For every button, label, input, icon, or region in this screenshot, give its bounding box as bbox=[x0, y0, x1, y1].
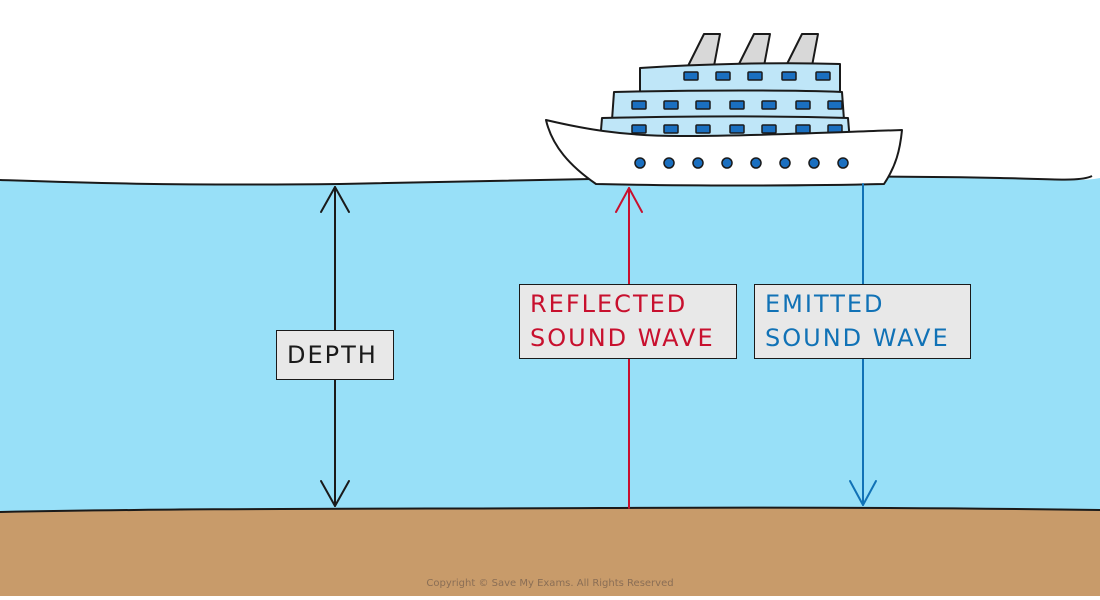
middle-deck bbox=[611, 89, 845, 121]
window bbox=[827, 100, 843, 110]
depth-arrow-head-top bbox=[320, 186, 350, 213]
porthole bbox=[634, 157, 646, 169]
window bbox=[795, 124, 811, 134]
emitted-label-line1: EMITTED bbox=[765, 290, 885, 318]
reflected-sound-wave-label: REFLECTED SOUND WAVE bbox=[519, 284, 737, 359]
porthole bbox=[750, 157, 762, 169]
funnel-2 bbox=[737, 33, 771, 67]
depth-label: DEPTH bbox=[276, 330, 394, 380]
reflected-wave-head bbox=[615, 187, 643, 213]
window bbox=[715, 71, 731, 81]
depth-label-text: DEPTH bbox=[287, 341, 378, 369]
window bbox=[761, 124, 777, 134]
porthole bbox=[692, 157, 704, 169]
window bbox=[695, 100, 711, 110]
seabed bbox=[0, 507, 1100, 596]
window bbox=[781, 71, 797, 81]
ship-hull bbox=[545, 119, 903, 187]
porthole bbox=[779, 157, 791, 169]
copyright-notice: Copyright © Save My Exams. All Rights Re… bbox=[426, 578, 674, 589]
funnel-3 bbox=[785, 33, 819, 67]
porthole bbox=[808, 157, 820, 169]
ship-funnels bbox=[687, 33, 819, 67]
window bbox=[729, 100, 745, 110]
porthole bbox=[663, 157, 675, 169]
window bbox=[695, 124, 711, 134]
emitted-label-line2: SOUND WAVE bbox=[765, 324, 950, 352]
window bbox=[815, 71, 831, 81]
window bbox=[795, 100, 811, 110]
window bbox=[761, 100, 777, 110]
window bbox=[631, 124, 647, 134]
ship-windows bbox=[631, 71, 843, 134]
reflected-label-line1: REFLECTED bbox=[530, 290, 688, 318]
ship-cabins bbox=[599, 62, 851, 143]
depth-arrow-head-bottom bbox=[320, 480, 350, 507]
window bbox=[683, 71, 699, 81]
reflected-label-line2: SOUND WAVE bbox=[530, 324, 715, 352]
window bbox=[729, 124, 745, 134]
porthole bbox=[721, 157, 733, 169]
top-deck bbox=[639, 62, 841, 93]
porthole bbox=[837, 157, 849, 169]
window bbox=[663, 100, 679, 110]
window bbox=[663, 124, 679, 134]
emitted-wave-head bbox=[849, 480, 877, 506]
ship-portholes bbox=[634, 157, 849, 169]
funnel-1 bbox=[687, 33, 721, 67]
emitted-sound-wave-label: EMITTED SOUND WAVE bbox=[754, 284, 971, 359]
window bbox=[747, 71, 763, 81]
window bbox=[631, 100, 647, 110]
seabed-line bbox=[0, 506, 1100, 513]
